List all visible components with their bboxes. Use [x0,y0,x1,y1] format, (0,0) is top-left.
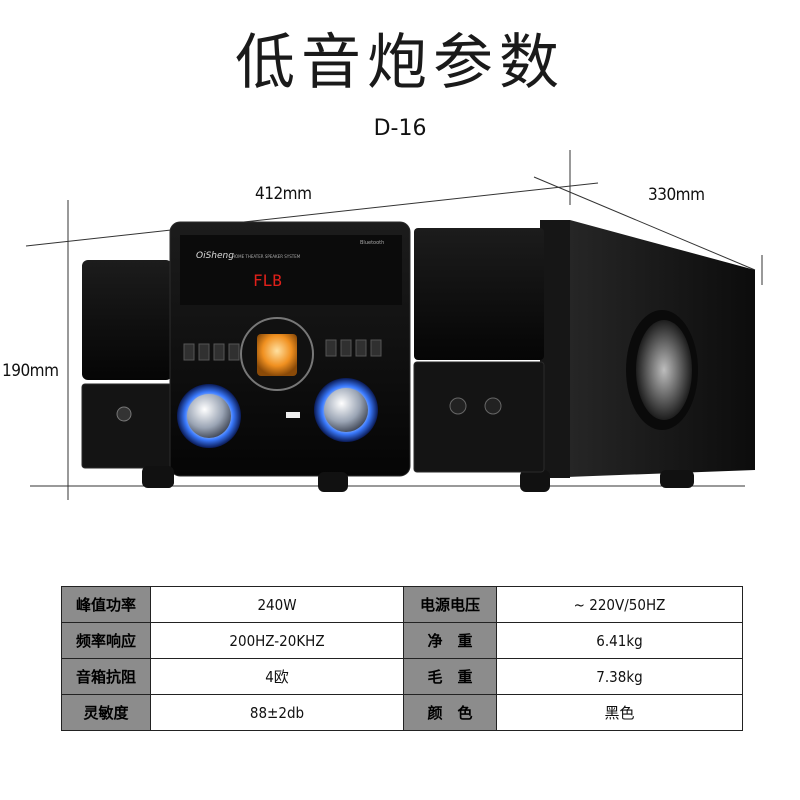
spec-value: 4欧 [150,658,404,695]
spec-label: 灵敏度 [61,694,151,731]
spec-value: 6.41kg [496,622,743,659]
spec-value: 200HZ-20KHZ [150,622,404,659]
spec-value: 240W [150,586,404,623]
bluetooth-label: Bluetooth [360,240,384,246]
table-row: 频率响应 200HZ-20KHZ 净 重 6.41kg [61,622,743,659]
spec-label: 峰值功率 [61,586,151,623]
spec-value: 7.38kg [496,658,743,695]
spec-value: 88±2db [150,694,404,731]
spec-value: ~ 220V/50HZ [496,586,743,623]
spec-label: 频率响应 [61,622,151,659]
subwoofer-cabinet [520,220,755,492]
spec-label: 电源电压 [403,586,497,623]
page-title: 低音炮参数 [235,28,565,98]
left-satellite-speaker [81,260,174,488]
spec-table: 峰值功率 240W 电源电压 ~ 220V/50HZ 频率响应 200HZ-20… [61,586,743,731]
brand-logo: OiSheng [196,251,234,261]
spec-label: 音箱抗阻 [61,658,151,695]
height-dimension: 190mm [2,361,59,381]
table-row: 灵敏度 88±2db 颜 色 黑色 [61,694,743,731]
spec-label: 毛 重 [403,658,497,695]
width-dimension: 412mm [255,184,312,204]
spec-label: 颜 色 [403,694,497,731]
depth-dimension: 330mm [648,185,705,205]
table-row: 音箱抗阻 4欧 毛 重 7.38kg [61,658,743,695]
product-illustration: OiSheng HOME THEATER SPEAKER SYSTEM Blue… [25,150,763,500]
led-display: FLB [253,271,282,290]
amplifier-unit: OiSheng HOME THEATER SPEAKER SYSTEM Blue… [142,221,411,492]
brand-tagline: HOME THEATER SPEAKER SYSTEM [232,254,301,259]
spec-value: 黑色 [496,694,743,731]
table-row: 峰值功率 240W 电源电压 ~ 220V/50HZ [61,586,743,623]
model-number: D-16 [373,116,427,141]
right-satellite-speaker [413,228,545,473]
spec-label: 净 重 [403,622,497,659]
